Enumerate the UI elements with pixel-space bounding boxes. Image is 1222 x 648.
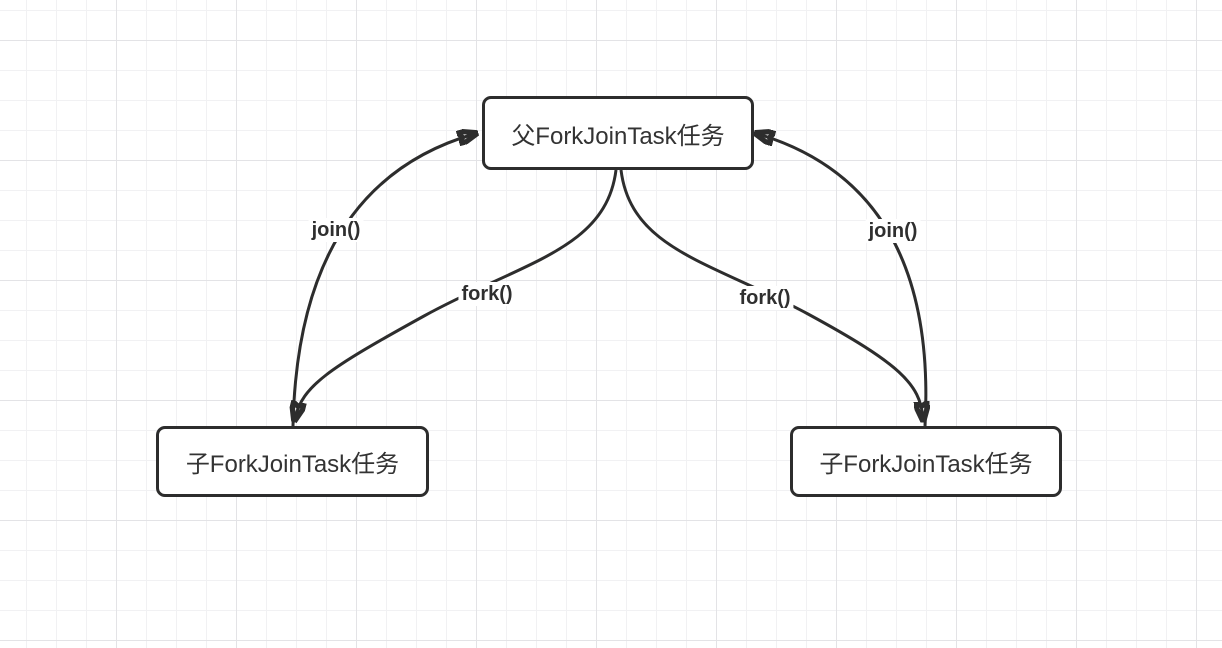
- edge-label-fork-left: fork(): [458, 282, 516, 306]
- node-parent-task: 父ForkJoinTask任务: [482, 96, 754, 170]
- edge-join-right-arrow: [758, 134, 928, 427]
- node-child-task-right: 子ForkJoinTask任务: [790, 426, 1062, 497]
- edge-fork-left-arrow: [295, 169, 618, 418]
- edge-label-join-left: join(): [308, 218, 364, 242]
- edge-label-join-right: join(): [865, 219, 921, 243]
- node-child-task-right-label: 子ForkJoinTask任务: [819, 451, 1033, 478]
- node-parent-task-label: 父ForkJoinTask任务: [511, 122, 725, 150]
- node-child-task-left: 子ForkJoinTask任务: [156, 426, 429, 497]
- edge-label-fork-right: fork(): [736, 286, 794, 310]
- node-child-task-left-label: 子ForkJoinTask任务: [185, 451, 400, 478]
- edge-join-left-arrow: [291, 134, 474, 427]
